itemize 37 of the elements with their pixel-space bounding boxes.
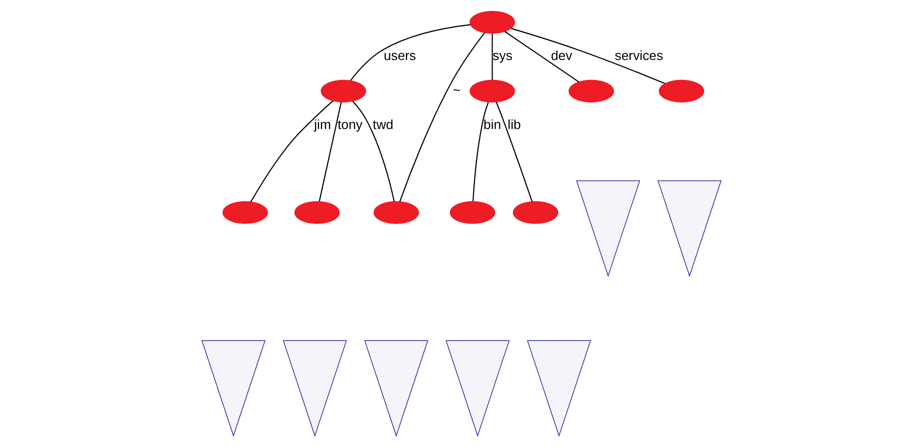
- edge-label: lib: [507, 116, 520, 132]
- node-triangle: [526, 340, 591, 437]
- connector: [398, 32, 485, 202]
- node-ellipse: [373, 201, 418, 224]
- node-triangle: [576, 180, 640, 278]
- connector: [318, 102, 342, 202]
- connector: [495, 102, 532, 202]
- node-triangle: [200, 340, 265, 437]
- edge-label: twd: [372, 116, 393, 132]
- node-ellipse: [658, 80, 704, 103]
- connector: [250, 100, 333, 202]
- node-ellipse: [320, 80, 366, 103]
- edge-label: users: [383, 48, 416, 63]
- connector: [504, 31, 579, 82]
- node-ellipse: [469, 80, 515, 103]
- edge-label: sys: [492, 48, 512, 63]
- node-triangle: [657, 180, 722, 278]
- node-ellipse: [512, 201, 558, 224]
- edge-label: bin: [482, 116, 501, 132]
- node-ellipse: [568, 80, 614, 103]
- edge-label: dev: [550, 48, 572, 63]
- connector: [510, 28, 665, 84]
- edge-label: services: [614, 48, 663, 63]
- edge-label: ~: [452, 82, 460, 98]
- node-triangle: [364, 340, 428, 437]
- edge-label: tony: [337, 116, 362, 132]
- node-ellipse: [294, 201, 340, 224]
- node-ellipse: [469, 10, 515, 34]
- edge-label: jim: [314, 116, 330, 132]
- node-triangle: [445, 340, 510, 437]
- node-ellipse: [449, 201, 495, 224]
- node-triangle: [282, 340, 346, 437]
- connector: [472, 102, 488, 202]
- connector: [352, 100, 394, 202]
- connector: [350, 24, 470, 81]
- connector: [491, 34, 492, 80]
- node-ellipse: [222, 201, 268, 224]
